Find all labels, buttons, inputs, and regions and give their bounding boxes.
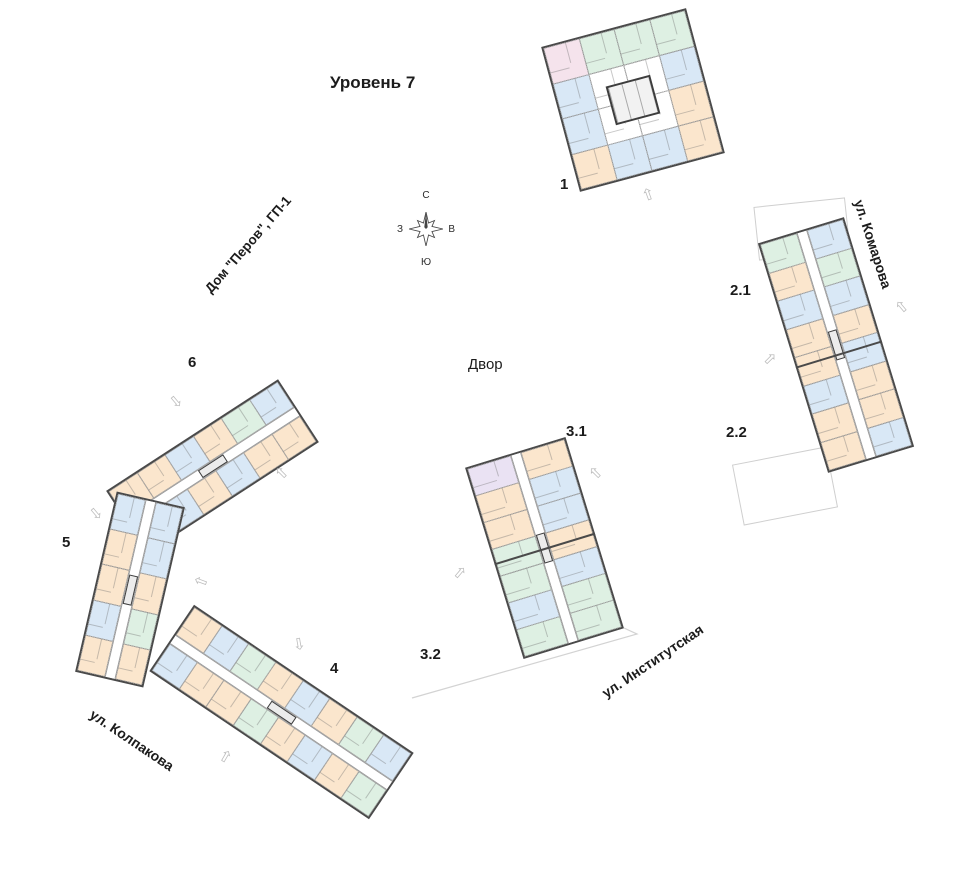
building-1-plan[interactable] <box>541 8 725 192</box>
compass-rose: С З В Ю <box>397 190 455 268</box>
entrance-arrow-icon: ⇧ <box>271 462 294 485</box>
entrance-arrow-icon: ⇧ <box>448 562 470 585</box>
compass-star-icon <box>408 212 443 246</box>
entrance-arrow-icon: ⇧ <box>214 746 236 769</box>
street-kolpakova: ул. Колпакова <box>87 706 177 774</box>
level-title: Уровень 7 <box>330 73 416 92</box>
building-label-3-1: 3.1 <box>566 423 587 440</box>
compass-north-label: С <box>422 190 430 201</box>
compass-west-label: З <box>397 223 404 235</box>
building-label-2-1: 2.1 <box>730 282 751 299</box>
parcel-outline-south <box>731 446 839 526</box>
entrance-arrow-icon: ⇧ <box>290 632 307 653</box>
entrance-arrow-icon: ⇧ <box>191 572 213 592</box>
building-4-plan[interactable] <box>149 604 414 820</box>
entrance-arrow-icon: ⇧ <box>585 462 608 485</box>
building-label-3-2: 3.2 <box>420 646 441 663</box>
entrance-arrow-icon: ⇧ <box>84 501 106 524</box>
compass-east-label: В <box>448 223 455 235</box>
building-label-2-2: 2.2 <box>726 424 747 441</box>
entrance-arrow-icon: ⇧ <box>639 185 658 206</box>
compass-south-label: Ю <box>420 257 432 268</box>
building-4-corridor <box>170 634 393 790</box>
entrance-arrow-icon: ⇧ <box>891 296 913 319</box>
building-label-5: 5 <box>62 534 71 551</box>
courtyard-label: Двор <box>468 356 503 373</box>
project-name: Дом "Перов", ГП-1 <box>201 193 295 296</box>
entrance-arrow-icon: ⇧ <box>164 389 186 412</box>
entrance-arrow-icon: ⇧ <box>758 348 780 371</box>
building-label-1: 1 <box>560 176 569 193</box>
apartment-unit[interactable] <box>677 116 723 162</box>
building-label-6: 6 <box>188 354 197 371</box>
building-label-4: 4 <box>330 660 339 677</box>
building-2-plan[interactable] <box>757 217 915 473</box>
